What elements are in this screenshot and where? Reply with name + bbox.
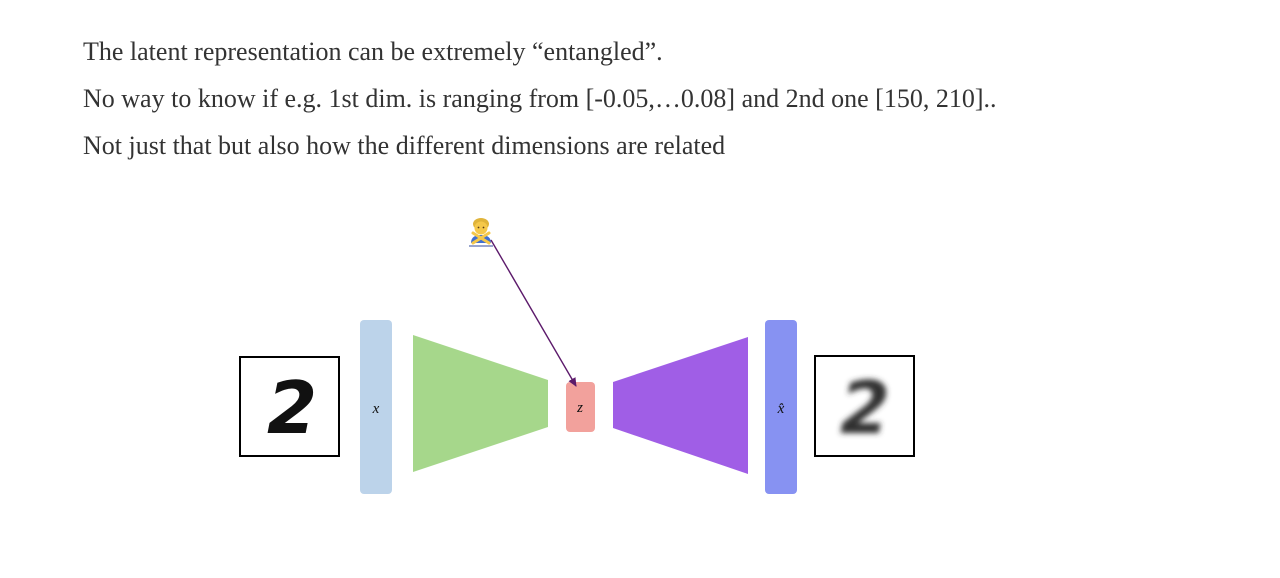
input-vector-bar [360,320,392,494]
output-vector-bar [765,320,797,494]
encoder-shape [413,335,548,472]
text-block: The latent representation can be extreme… [83,28,996,169]
decoder-shape [613,337,748,474]
output-digit: 2 [840,366,890,450]
input-label: x [372,401,380,417]
input-digit: 2 [267,366,317,450]
text-line-1: The latent representation can be extreme… [83,37,663,66]
input-image: 2 [239,356,340,457]
text-line-3: Not just that but also how the different… [83,131,726,160]
latent-label: z [576,400,583,416]
output-label: x̂ [777,401,785,417]
text-line-2: No way to know if e.g. 1st dim. is rangi… [83,84,997,113]
latent-vector [566,382,595,432]
annotation-arrow [490,239,577,387]
output-image: 2 [814,355,915,457]
person-crossing-arms-icon [469,218,493,247]
